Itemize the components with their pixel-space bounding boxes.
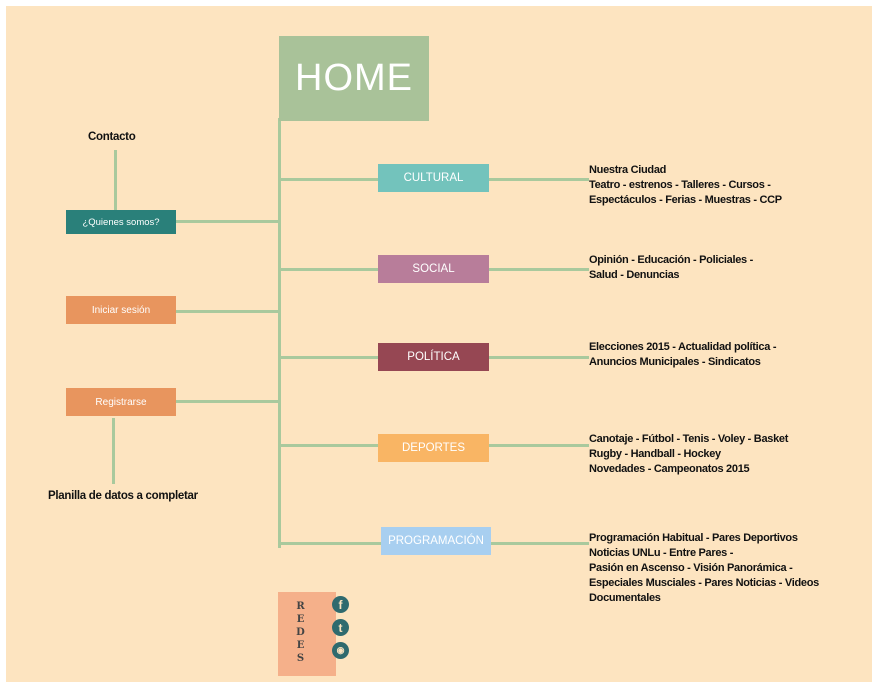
twitter-icon[interactable]: t [332, 619, 349, 636]
politica-line: Anuncios Municipales - Sindicatos [589, 356, 761, 368]
sitemap-canvas: HOME Contacto ¿Quienes somos? Iniciar se… [6, 6, 872, 682]
deportes-line: Rugby - Handball - Hockey [589, 448, 721, 460]
branch-quienes [176, 220, 280, 223]
social-line: Opinión - Educación - Policiales - [589, 254, 753, 266]
registrarse-button[interactable]: Registrarse [66, 388, 176, 416]
redes-letter: S [296, 653, 306, 664]
line-cultural-text [489, 178, 589, 181]
cultural-button[interactable]: CULTURAL [378, 164, 489, 192]
deportes-line: Canotaje - Fútbol - Tenis - Voley - Bask… [589, 433, 789, 445]
programacion-line: Programación Habitual - Pares Deportivos [589, 532, 798, 544]
politica-line: Elecciones 2015 - Actualidad política - [589, 341, 777, 353]
deportes-subsections: Canotaje - Fútbol - Tenis - Voley - Bask… [589, 432, 788, 477]
programacion-subsections: Programación Habitual - Pares Deportivos… [589, 531, 819, 606]
line-politica-text [489, 356, 589, 359]
home-box[interactable]: HOME [279, 36, 429, 121]
contacto-label[interactable]: Contacto [88, 131, 136, 143]
programacion-button[interactable]: PROGRAMACIÓN [381, 527, 491, 555]
redes-letter: D [296, 627, 306, 638]
line-contacto [114, 150, 117, 214]
branch-politica [278, 356, 384, 359]
redes-letter: R [296, 601, 306, 612]
branch-cultural [278, 178, 384, 181]
social-button[interactable]: SOCIAL [378, 255, 489, 283]
cultural-subsections: Nuestra Ciudad Teatro - estrenos - Talle… [589, 163, 782, 208]
branch-social [278, 268, 384, 271]
rss-icon[interactable]: ◉ [332, 642, 349, 659]
line-social-text [489, 268, 589, 271]
redes-letter: E [296, 640, 306, 651]
branch-deportes [278, 444, 384, 447]
quienes-somos-button[interactable]: ¿Quienes somos? [66, 210, 176, 234]
politica-button[interactable]: POLÍTICA [378, 343, 489, 371]
line-planilla [112, 418, 115, 484]
branch-registrarse [176, 400, 280, 403]
cultural-line: Espectáculos - Ferias - Muestras - CCP [589, 194, 782, 206]
branch-iniciar [176, 310, 280, 313]
deportes-line: Novedades - Campeonatos 2015 [589, 463, 750, 475]
branch-programacion [278, 542, 386, 545]
programacion-line: Pasión en Ascenso - Visión Panorámica - [589, 562, 793, 574]
planilla-label: Planilla de datos a completar [48, 490, 198, 502]
social-subsections: Opinión - Educación - Policiales - Salud… [589, 253, 753, 283]
politica-subsections: Elecciones 2015 - Actualidad política - … [589, 340, 776, 370]
redes-letter: E [296, 614, 306, 625]
cultural-line: Nuestra Ciudad [589, 164, 667, 176]
programacion-line: Noticias UNLu - Entre Pares - [589, 547, 734, 559]
social-line: Salud - Denuncias [589, 269, 680, 281]
deportes-button[interactable]: DEPORTES [378, 434, 489, 462]
redes-label: R E D E S [295, 600, 307, 665]
trunk-line [278, 118, 281, 548]
iniciar-sesion-button[interactable]: Iniciar sesión [66, 296, 176, 324]
line-deportes-text [489, 444, 589, 447]
facebook-icon[interactable]: f [332, 596, 349, 613]
cultural-line: Teatro - estrenos - Talleres - Cursos - [589, 179, 771, 191]
redes-panel: R E D E S [278, 592, 336, 676]
programacion-line: Documentales [589, 592, 661, 604]
programacion-line: Especiales Musciales - Pares Noticias - … [589, 577, 819, 589]
line-programacion-text [491, 542, 589, 545]
